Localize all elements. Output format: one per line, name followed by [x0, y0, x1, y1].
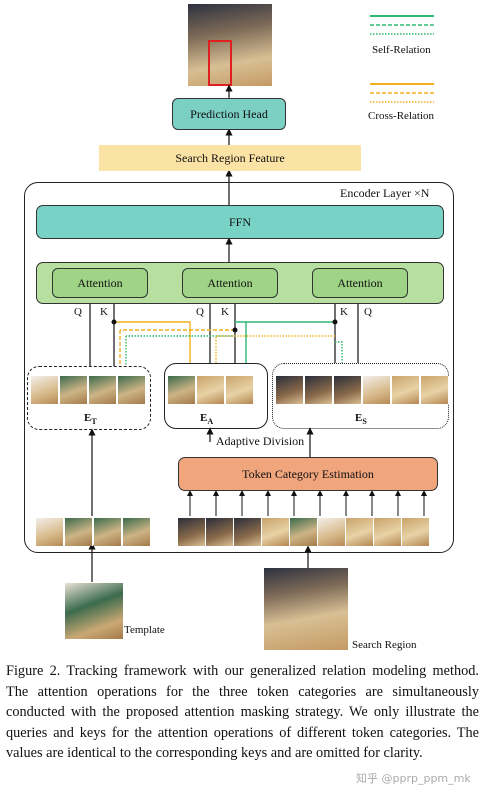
search-region-label: Search Region [352, 639, 417, 651]
token-tile [305, 376, 333, 404]
token-tile [118, 376, 146, 404]
template-token-tile [65, 518, 93, 546]
token-tile [392, 376, 420, 404]
token-tile [334, 376, 362, 404]
search-region-feature-box: Search Region Feature [99, 145, 361, 171]
search-token-tile [206, 518, 234, 546]
search-token-tile [318, 518, 346, 546]
search-token-tile [178, 518, 206, 546]
token-tile [168, 376, 196, 404]
token-category-estimation-box: Token Category Estimation [178, 457, 438, 491]
attention-ambiguous: Attention [182, 268, 278, 298]
template-token-tile [94, 518, 122, 546]
et-label: ET [84, 412, 97, 426]
template-tokens-group [27, 366, 151, 430]
search-token-tile [290, 518, 318, 546]
es-label: ES [355, 412, 367, 426]
search-token-tile [346, 518, 374, 546]
template-image [64, 582, 124, 640]
q-label: Q [196, 306, 204, 318]
attention-template: Attention [52, 268, 148, 298]
template-token-tile [123, 518, 151, 546]
prediction-head-box: Prediction Head [172, 98, 286, 130]
legend-lines [370, 15, 434, 103]
ambiguous-tokens-group [164, 363, 268, 429]
ffn-box: FFN [36, 205, 444, 239]
search-token-tile [402, 518, 430, 546]
prediction-bounding-box [208, 40, 232, 86]
token-tile [89, 376, 117, 404]
legend-self-relation: Self-Relation [372, 44, 431, 56]
encoder-layer-label: Encoder Layer ×N [340, 186, 430, 200]
output-frame-image [188, 4, 272, 86]
search-token-tile [262, 518, 290, 546]
search-region-image [264, 568, 348, 650]
k-label: K [221, 306, 229, 318]
token-tile [197, 376, 225, 404]
token-tile [276, 376, 304, 404]
encoder-layer-container [24, 182, 454, 553]
q-label: Q [74, 306, 82, 318]
token-tile [363, 376, 391, 404]
legend-cross-relation: Cross-Relation [368, 110, 434, 122]
k-label: K [340, 306, 348, 318]
token-tile [226, 376, 254, 404]
token-tile [421, 376, 449, 404]
search-token-tile [234, 518, 262, 546]
watermark: 知乎 @pprp_ppm_mk [356, 772, 471, 785]
token-tile [60, 376, 88, 404]
template-token-tile [36, 518, 64, 546]
figure-caption: Figure 2. Tracking framework with our ge… [6, 663, 479, 761]
search-token-tile [374, 518, 402, 546]
q-label: Q [364, 306, 372, 318]
adaptive-division-label: Adaptive Division [215, 434, 305, 448]
token-tile [31, 376, 59, 404]
template-label: Template [124, 624, 165, 636]
attention-search: Attention [312, 268, 408, 298]
k-label: K [100, 306, 108, 318]
ea-label: EA [200, 412, 214, 426]
flow-arrows [86, 84, 427, 582]
